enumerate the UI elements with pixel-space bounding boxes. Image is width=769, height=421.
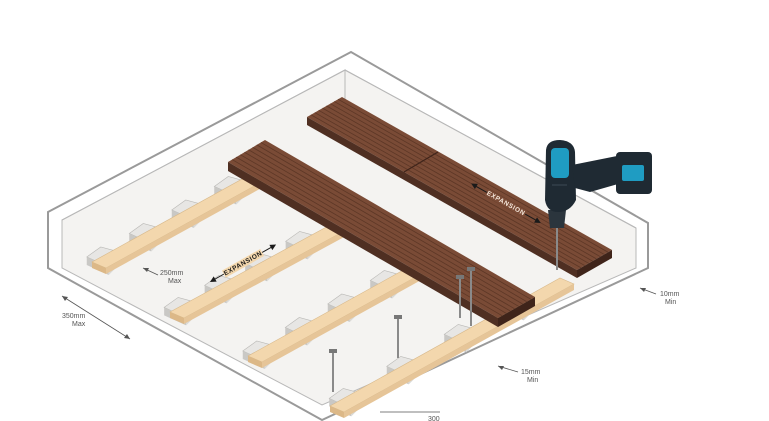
frame-inner-wall-right: [344, 69, 637, 229]
drill-icon: [545, 140, 652, 270]
dimension-10mm-value: 10mm: [660, 291, 680, 298]
screw-1: [456, 275, 464, 318]
board-groove: [326, 105, 597, 260]
board-groove: [252, 146, 523, 305]
deck-board-upper-end: [577, 250, 612, 278]
dimension-250mm-value: 250mm: [160, 270, 184, 277]
board-groove: [334, 101, 605, 255]
deck-board-upper-joint: [403, 151, 439, 173]
dimension-bottom: 300: [380, 411, 440, 421]
joist-1-side: [106, 174, 276, 274]
board-groove: [260, 142, 532, 300]
screws: [329, 267, 475, 392]
joist-2-side: [184, 230, 346, 324]
screw-2: [467, 267, 475, 326]
joist-3-side: [262, 268, 432, 368]
deck-board-lower-side: [228, 162, 498, 327]
frame-inner-wall-line: [61, 69, 346, 268]
dimension-10mm: 10mm Min: [639, 287, 680, 306]
board-groove: [322, 107, 593, 262]
deck-board-lower-grooves: [231, 142, 532, 317]
joist-1-end: [92, 262, 106, 274]
dimension-350mm: 350mm Max: [61, 295, 131, 340]
deck-board-upper-side: [307, 117, 577, 278]
board-groove: [248, 149, 519, 307]
dimension-bottom-value: 300: [428, 416, 440, 421]
dimension-350mm-note: Max: [72, 321, 86, 328]
screw-4: [329, 349, 337, 392]
board-groove: [314, 112, 585, 266]
board-groove: [244, 151, 515, 310]
joist-4-side: [344, 284, 574, 418]
screw-3: [394, 315, 402, 358]
dimension-15mm: 15mm Min: [497, 365, 541, 384]
joist-2-end: [170, 312, 184, 324]
board-groove: [330, 103, 601, 258]
dimension-250mm: 250mm Max: [142, 267, 184, 285]
deck-board-lower: [228, 140, 535, 327]
joist-4-end: [330, 406, 344, 418]
dimension-250mm-note: Max: [168, 278, 182, 285]
board-groove: [310, 114, 582, 269]
board-groove: [231, 159, 503, 317]
dimension-15mm-note: Min: [527, 377, 538, 384]
board-groove: [236, 156, 507, 314]
joist-3-end: [248, 356, 262, 368]
board-groove: [240, 154, 511, 312]
dimension-15mm-value: 15mm: [521, 369, 541, 376]
dimension-350mm-value: 350mm: [62, 313, 86, 320]
deck-board-lower-top: [228, 140, 535, 318]
board-groove: [256, 144, 527, 303]
board-groove: [318, 109, 589, 264]
deck-board-upper-top: [307, 97, 612, 270]
dimension-10mm-note: Min: [665, 299, 676, 306]
deck-board-lower-end: [498, 297, 535, 327]
